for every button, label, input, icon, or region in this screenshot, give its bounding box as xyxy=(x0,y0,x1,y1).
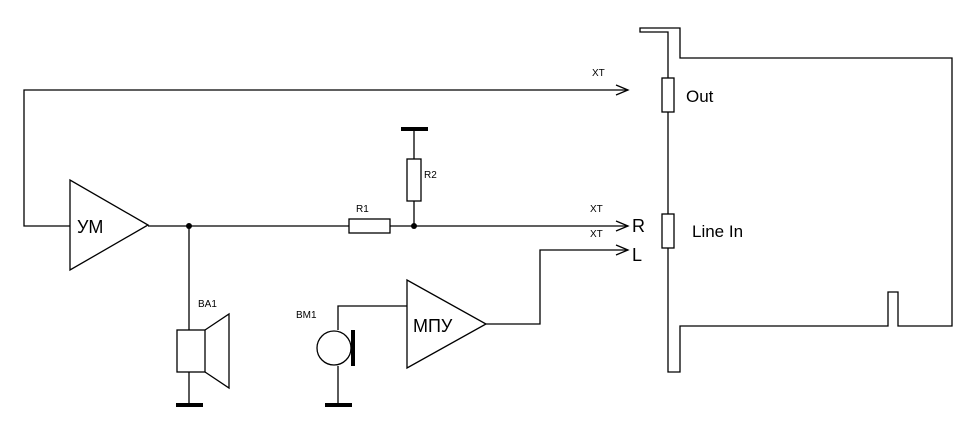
r1-label: R1 xyxy=(356,204,369,215)
preamp xyxy=(406,278,488,370)
l-arrow xyxy=(615,244,630,256)
out-port-label: Out xyxy=(686,87,714,106)
r2-label: R2 xyxy=(424,170,437,181)
line-in-port-label: Line In xyxy=(692,222,743,241)
line-in-port xyxy=(661,213,675,249)
resistor-r1 xyxy=(348,218,391,234)
out-wire xyxy=(23,89,628,227)
speaker xyxy=(176,226,230,407)
channel-r-label: R xyxy=(632,216,645,236)
l-wire xyxy=(486,249,628,325)
xt-l-label: XT xyxy=(590,229,603,240)
speaker-label: BA1 xyxy=(198,299,217,310)
amplifier xyxy=(69,178,150,272)
preamp-label: МПУ xyxy=(413,316,453,336)
out-arrow xyxy=(615,84,630,96)
out-port xyxy=(661,77,675,113)
microphone xyxy=(316,305,407,407)
xt-r-label: XT xyxy=(590,204,603,215)
microphone-label: BM1 xyxy=(296,310,317,321)
resistor-r2 xyxy=(401,127,428,226)
amplifier-label: УМ xyxy=(77,217,103,237)
channel-l-label: L xyxy=(632,245,642,265)
r-arrow xyxy=(615,220,630,232)
xt-out-label: XT xyxy=(592,68,605,79)
sound-card xyxy=(639,27,953,373)
